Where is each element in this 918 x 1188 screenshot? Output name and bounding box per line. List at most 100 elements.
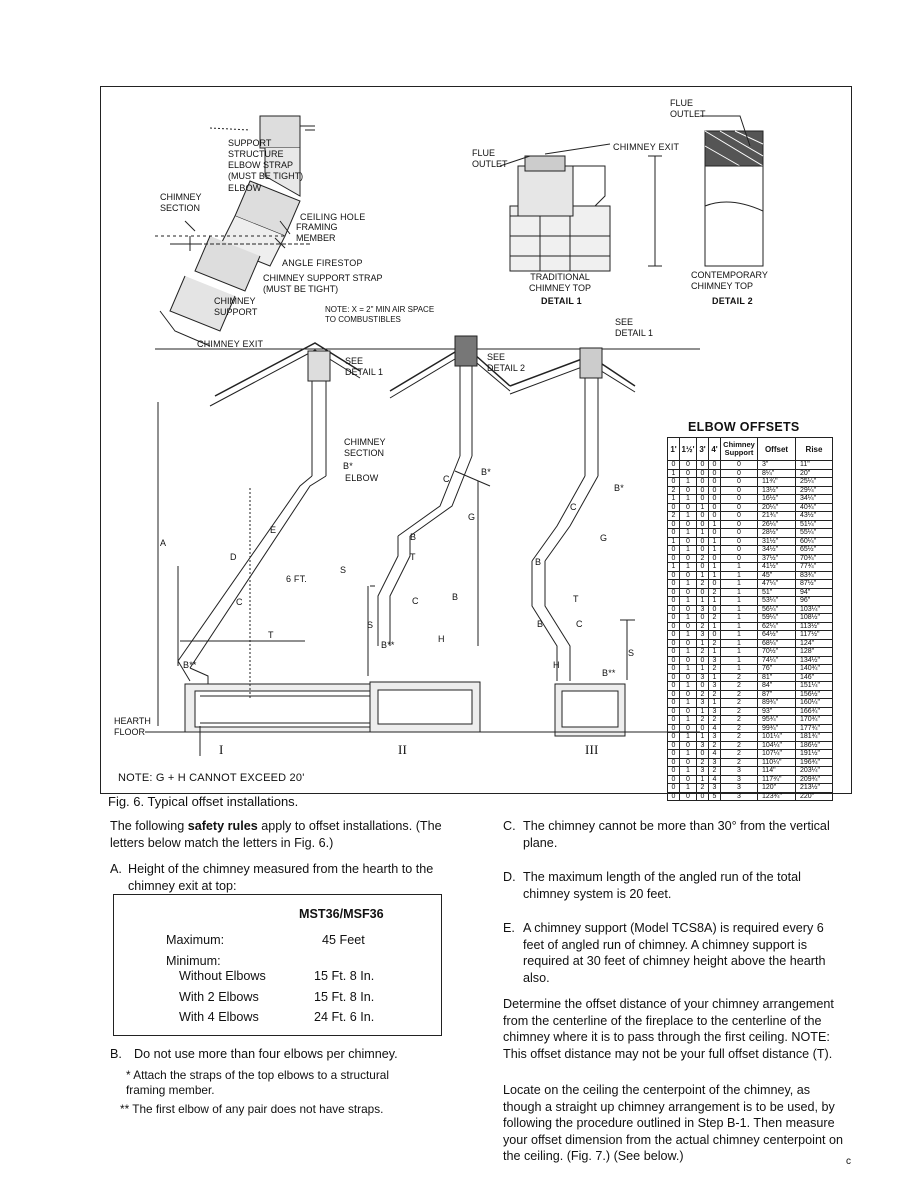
offsets-cell: 1 [679,511,697,521]
offsets-cell: 0 [667,689,680,699]
offsets-cell: 140¾" [795,664,833,674]
offsets-cell: 31½" [757,536,796,546]
offsets-cell: 3 [708,706,721,716]
offsets-cell: 128" [795,647,833,657]
offsets-cell: 1 [679,732,697,742]
offsets-cell: 2 [708,766,721,776]
offsets-cell: 1 [720,638,758,648]
offsets-cell: 3 [708,681,721,691]
label-T-III: T [573,594,579,604]
offsets-cell: 93" [757,706,796,716]
label-b2-II: B** [381,640,395,650]
offsets-cell: 0 [696,791,709,801]
offsets-cell: 0 [708,553,721,563]
label-hearth-floor: HEARTH FLOOR [114,716,151,737]
label-b2-III: B** [602,668,616,678]
offsets-cell: 3 [696,740,709,750]
offsets-cell: 3 [696,630,709,640]
offsets-cell: 2 [720,681,758,691]
offsets-cell: 1 [679,766,697,776]
label-D: D [230,552,237,562]
elbow-detail-drawing [155,115,315,347]
offsets-cell: 1 [679,630,697,640]
offsets-cell: 51¼" [795,519,833,529]
label-chimney-support-strap: CHIMNEY SUPPORT STRAP (MUST BE TIGHT) [263,273,383,294]
offsets-cell: 3 [696,698,709,708]
offsets-cell: 2 [667,511,680,521]
offsets-cell: 1 [696,570,709,580]
label-C-I: C [236,597,243,607]
offsets-cell: 1 [679,528,697,538]
offsets-cell: 70½" [757,647,796,657]
offsets-cell: 77¾" [795,562,833,572]
offsets-cell: 20" [795,468,833,478]
rule-a-text: Height of the chimney measured from the … [128,862,434,893]
rule-d-text: The maximum length of the angled run of … [523,870,801,901]
label-note-x: NOTE: X = 2" MIN AIR SPACE TO COMBUSTIBL… [325,305,435,324]
rule-c-key: C. [503,819,516,833]
offsets-cell: 0 [667,749,680,759]
offsets-cell: 108½" [795,613,833,623]
offsets-cell: 0 [667,664,680,674]
offsets-cell: 209¾" [795,774,833,784]
offsets-cell: 0 [667,502,680,512]
label-see-detail-1-top: SEE DETAIL 1 [615,317,654,338]
label-chimney-section: CHIMNEY SECTION [160,192,202,213]
label-b-star-II: B* [481,467,491,477]
offsets-cell: 2 [720,698,758,708]
offsets-cell: 83¾" [795,570,833,580]
offsets-cell: 95¾" [757,715,796,725]
header-offset: Offset [757,437,796,461]
offsets-cell: 16½" [757,494,796,504]
offsets-cell: 0 [667,698,680,708]
offsets-cell: 21¾" [757,511,796,521]
offsets-cell: 1 [720,604,758,614]
offsets-cell: 0 [696,536,709,546]
offsets-cell: 1 [696,638,709,648]
offsets-cell: 1 [696,596,709,606]
offsets-cell: 1 [720,655,758,665]
label-see-detail-2: SEE DETAIL 2 [487,352,526,373]
label-traditional: TRADITIONAL CHIMNEY TOP [529,272,592,293]
label-elbow-I: ELBOW [345,473,379,483]
offsets-cell: 0 [720,485,758,495]
offsets-cell: 123¾" [757,791,796,801]
label-flue-outlet-1: FLUE OUTLET [472,148,508,169]
offsets-cell: 196¾" [795,757,833,767]
offsets-cell: 0 [696,494,709,504]
offsets-cell: 8¼" [757,468,796,478]
offsets-cell: 2 [696,715,709,725]
offsets-cell: 0 [708,630,721,640]
label-b2-I: B** [183,660,197,670]
offsets-cell: 68¼" [757,638,796,648]
spec-maximum-label: Maximum: [166,933,225,947]
offsets-cell: 1 [720,647,758,657]
offsets-cell: 94" [795,587,833,597]
offsets-cell: 151¼" [795,681,833,691]
offsets-cell: 0 [667,570,680,580]
offsets-cell: 0 [667,621,680,631]
offsets-cell: 114" [757,766,796,776]
offsets-cell: 84" [757,681,796,691]
offsets-cell: 0 [679,536,697,546]
offsets-cell: 0 [679,587,697,597]
header-rise: Rise [795,437,833,461]
label-S-I: S [340,565,347,575]
label-contemporary: CONTEMPORARY CHIMNEY TOP [691,270,768,291]
offsets-cell: 1 [708,562,721,572]
offsets-cell: 59¼" [757,613,796,623]
offsets-cell: 1 [679,783,697,793]
offsets-cell: 1 [708,570,721,580]
offsets-cell: 0 [720,468,758,478]
offsets-cell: 0 [667,757,680,767]
intro-paragraph: The following safety rules apply to offs… [110,818,450,851]
